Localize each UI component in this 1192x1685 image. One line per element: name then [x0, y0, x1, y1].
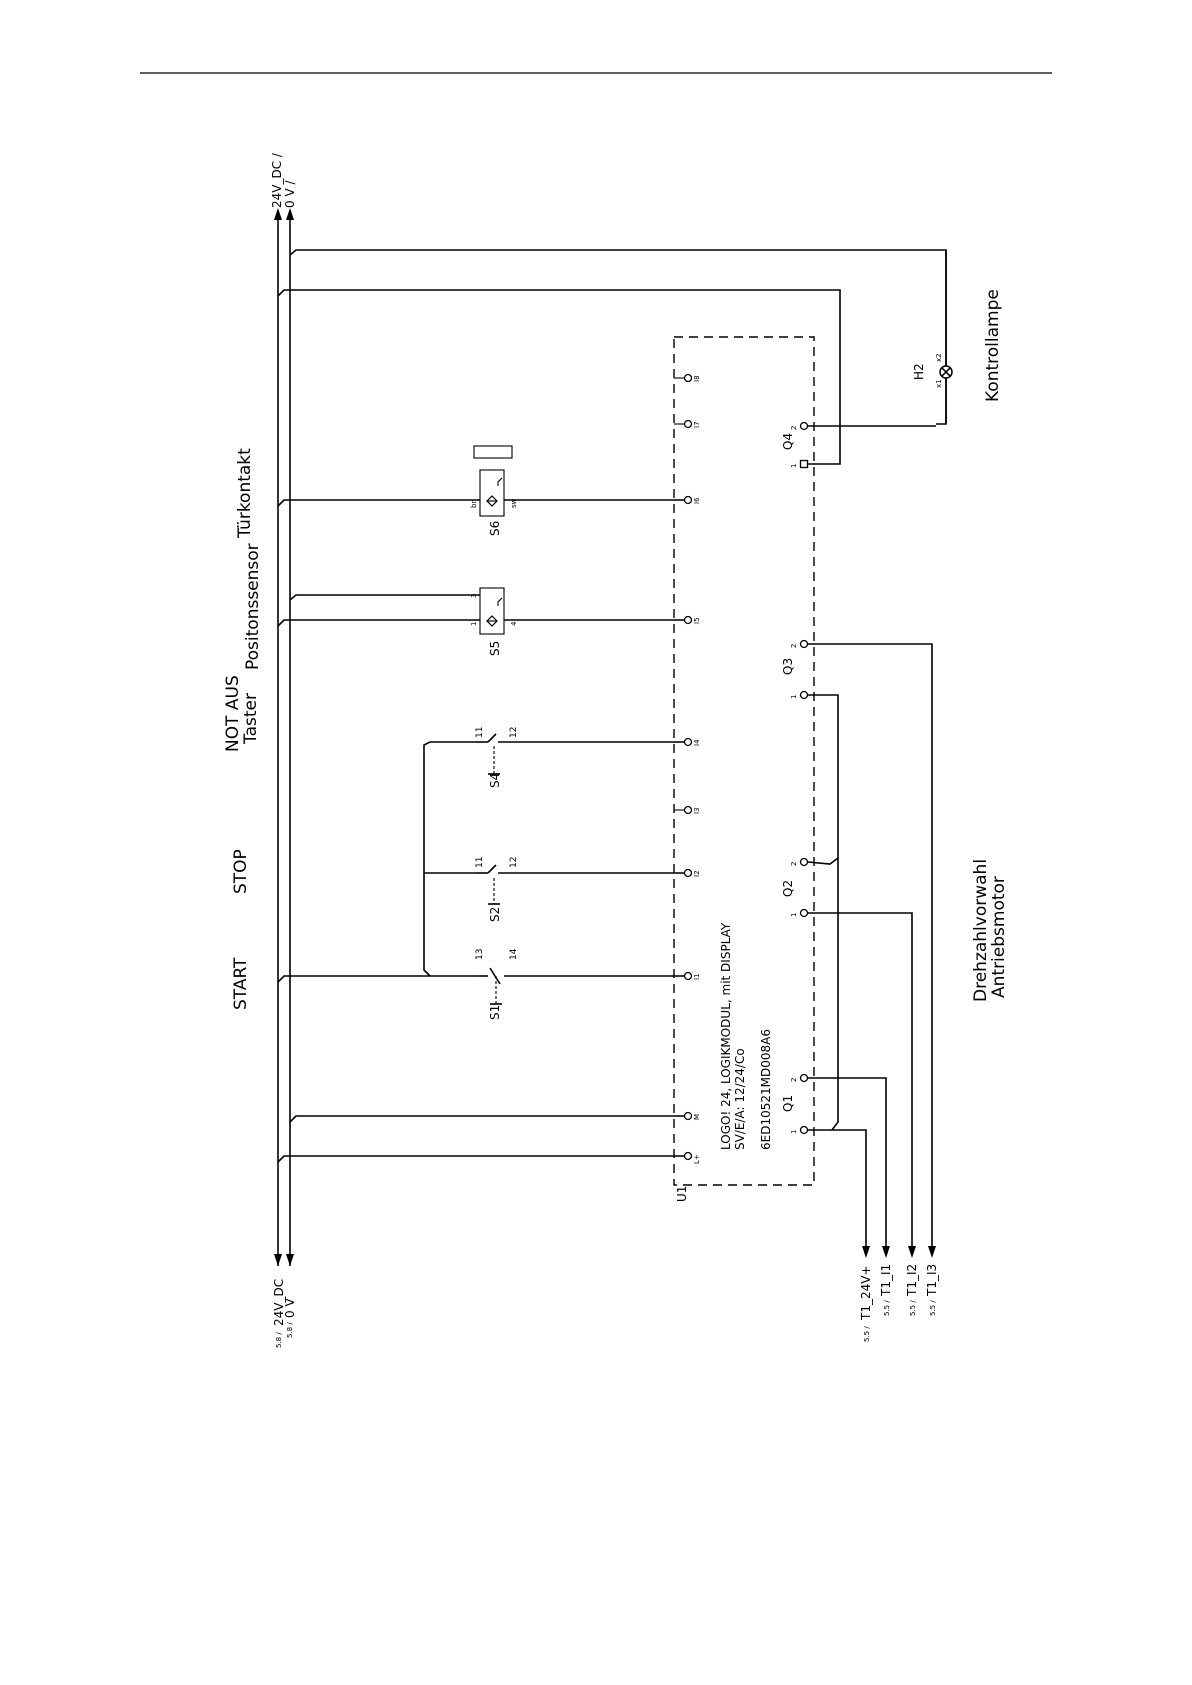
out-net-1: T1_24V+: [859, 1266, 873, 1322]
svg-text:Q2: Q2: [781, 880, 795, 897]
svg-text:11: 11: [475, 727, 485, 738]
logo-module-box: [673, 336, 815, 1186]
svg-text:3: 3: [470, 594, 478, 598]
svg-text:I2: I2: [693, 870, 701, 877]
lamp-h2: x1 x2 H2: [808, 250, 953, 427]
svg-text:x2: x2: [935, 353, 943, 362]
label-start: START: [231, 957, 251, 1010]
out-net-4: T1_I3: [925, 1264, 939, 1297]
sensor-s6-tag: S6: [488, 521, 502, 536]
bus-feeds: [277, 249, 947, 1163]
svg-text:L+: L+: [693, 1154, 701, 1164]
svg-text:I8: I8: [693, 375, 701, 382]
estop-branch-wire: [423, 741, 476, 977]
svg-text:M: M: [693, 1114, 701, 1120]
label-stop: STOP: [231, 849, 251, 894]
svg-text:1: 1: [790, 1130, 798, 1134]
svg-text:I4: I4: [693, 739, 701, 746]
output-q1: Q1 1 2: [781, 1073, 809, 1135]
logo-module-line1: LOGO! 24, LOGIKMODUL, mit DISPLAY: [719, 922, 733, 1150]
sensor-s5-tag: S5: [488, 641, 502, 656]
terminal-lplus: L+: [674, 1151, 701, 1164]
bus-bottom-net-1: 24V_DC: [272, 1279, 286, 1326]
terminal-i3: I3: [674, 805, 701, 815]
bus-bottom-net-2: 0 V: [283, 1298, 297, 1318]
output-q2: Q2 1 2: [781, 857, 809, 918]
output-q3: Q3 1 2: [781, 639, 809, 700]
logo-module-label: U1 LOGO! 24, LOGIKMODUL, mit DISPLAY SV/…: [675, 922, 773, 1202]
switch-s1-tag: S1: [488, 1005, 502, 1020]
svg-text:I1: I1: [693, 973, 701, 980]
label-taster: Taster: [241, 693, 261, 745]
svg-text:1: 1: [790, 695, 798, 699]
switch-s4-tag: S4: [488, 773, 502, 788]
output-ref-labels: 5.5 / T1_24V+ 5.5 / T1_I1 5.5 / T1_I2 5.…: [859, 1264, 939, 1342]
group-labels: START STOP NOT AUS Taster Positonssensor…: [223, 289, 1009, 1010]
bus-top-labels: 24V_DC / 0 V /: [270, 152, 297, 208]
svg-text:I7: I7: [693, 421, 701, 428]
label-tuerkontakt: Türkontakt: [235, 448, 255, 539]
logo-input-terminals: L+ M I1 I2 I3 I4 I5: [674, 373, 701, 1164]
svg-text:I5: I5: [693, 617, 701, 624]
svg-text:14: 14: [509, 948, 519, 960]
label-drehzahlvorwahl: Drehzahlvorwahl: [971, 859, 991, 1002]
svg-text:2: 2: [790, 862, 798, 866]
terminal-i7: I7: [674, 419, 701, 429]
logo-module-line2: SV/E/A: 12/24/Co: [733, 1048, 747, 1150]
svg-text:1: 1: [790, 913, 798, 917]
svg-text:I3: I3: [693, 807, 701, 814]
label-positionssensor: Positonssensor: [243, 543, 263, 670]
out-ref-2: 5.5 /: [883, 1300, 891, 1316]
svg-text:2: 2: [790, 426, 798, 430]
label-antriebsmotor: Antriebsmotor: [989, 876, 1009, 998]
switch-s4: 11 12 S4: [475, 727, 684, 788]
svg-text:2: 2: [790, 644, 798, 648]
switch-s1: 13 14 S1: [475, 948, 684, 1020]
out-ref-3: 5.5 /: [909, 1300, 917, 1316]
label-kontrolllampe: Kontrollampe: [983, 289, 1003, 402]
logo-module-tag: U1: [675, 1186, 689, 1202]
svg-text:x1: x1: [935, 379, 943, 388]
svg-text:13: 13: [475, 949, 485, 960]
svg-text:4: 4: [510, 621, 518, 626]
svg-text:bn: bn: [470, 499, 478, 508]
svg-text:11: 11: [475, 857, 485, 868]
lamp-h2-tag: H2: [912, 363, 926, 380]
switch-s2-tag: S2: [488, 907, 502, 922]
out-net-2: T1_I1: [879, 1264, 893, 1297]
bus-top-label-2: 0 V /: [283, 180, 297, 208]
terminal-m: M: [674, 1111, 701, 1121]
bus-bottom-ref-1: 5.8 /: [275, 1332, 283, 1348]
svg-text:1: 1: [470, 622, 478, 626]
out-ref-4: 5.5 /: [929, 1300, 937, 1316]
svg-text:sw: sw: [510, 498, 518, 508]
switch-s2: 11 12 S2: [475, 857, 684, 922]
sensor-s6: bn sw S6: [470, 445, 684, 536]
bus-top-label-1: 24V_DC /: [270, 152, 284, 208]
output-wiring: [807, 643, 936, 1258]
logo-output-terminals: Q1 1 2 Q2 1 2 Q3 1 2 Q4 1 2: [781, 421, 809, 1135]
svg-text:Q4: Q4: [781, 433, 795, 450]
label-not-aus: NOT AUS: [223, 675, 243, 752]
svg-text:12: 12: [509, 857, 519, 868]
bus-bottom-ref-2: 5.8 /: [286, 1322, 294, 1338]
out-net-3: T1_I2: [905, 1264, 919, 1297]
terminal-i8: I8: [674, 373, 701, 383]
power-bus: [274, 208, 294, 1266]
logo-module-line3: 6ED10521MD008A6: [759, 1029, 773, 1150]
svg-text:1: 1: [790, 464, 798, 468]
svg-text:Q1: Q1: [781, 1095, 795, 1112]
svg-text:2: 2: [790, 1078, 798, 1082]
sensor-s5: 1 4 3 S5: [470, 587, 684, 656]
out-ref-1: 5.5 /: [863, 1326, 871, 1342]
svg-text:I6: I6: [693, 497, 701, 504]
bus-bottom-labels: 5.8 / 24V_DC 5.8 / 0 V: [272, 1279, 297, 1348]
output-q4: Q4 1 2: [781, 421, 809, 469]
svg-text:Q3: Q3: [781, 658, 795, 675]
svg-text:12: 12: [509, 727, 519, 738]
